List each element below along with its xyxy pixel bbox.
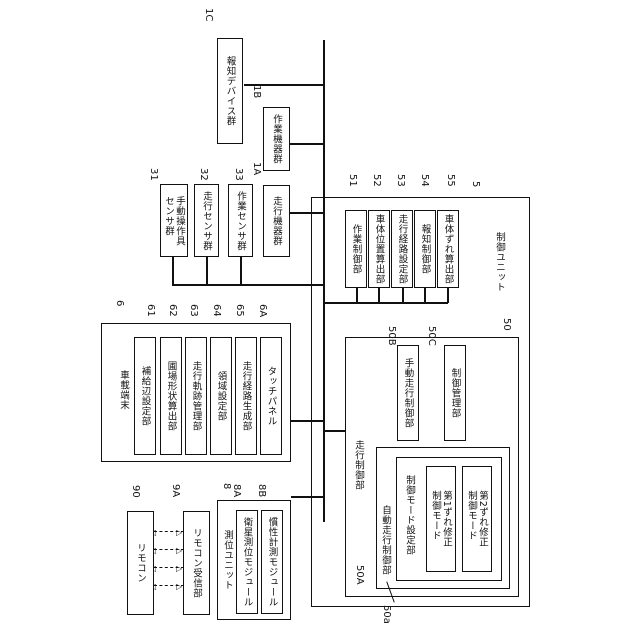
field-shape-label: 圃場形状算出部 xyxy=(166,361,177,431)
touch-panel-label: タッチパネル xyxy=(266,366,277,426)
control-management-label: 制御管理部 xyxy=(450,368,461,418)
touch-panel-box: タッチパネル xyxy=(260,337,282,455)
onboard-terminal-label: 車載端末 xyxy=(118,370,129,410)
vehicle-offset-label: 車体ずれ算出部 xyxy=(443,214,454,284)
control-management-box: 制御管理部 xyxy=(444,345,466,441)
ref-6a: 6A xyxy=(257,304,268,317)
route-generation-box: 走行経路生成部 xyxy=(235,337,257,455)
ref-61: 61 xyxy=(145,304,156,317)
sensor-drop-manual xyxy=(172,257,174,285)
ref-63: 63 xyxy=(188,304,199,317)
ref-8b: 8B xyxy=(256,484,267,497)
ref-1a: 1A xyxy=(251,162,262,175)
mode-setting-label: 制御モード設定部 xyxy=(404,475,415,555)
second-mode-box: 第2ずれ修正 制御モード xyxy=(462,466,492,572)
ref-1b: 1B xyxy=(251,85,262,98)
travel-sensor-box: 走行センサ群 xyxy=(194,184,219,257)
sensor-drop-travel xyxy=(206,257,208,285)
work-control-label: 作業制御部 xyxy=(351,224,362,274)
positioning-unit-label: 測位ユニット xyxy=(222,530,233,590)
ref-64: 64 xyxy=(211,304,222,317)
ref-65: 65 xyxy=(234,304,245,317)
ref-31: 31 xyxy=(148,168,159,181)
control-unit-label: 制御ユニット xyxy=(494,232,505,292)
area-setting-label: 領域設定部 xyxy=(216,371,227,421)
vehicle-position-box: 車体位置算出部 xyxy=(368,210,390,288)
ref-90: 90 xyxy=(130,485,141,498)
ref-54: 54 xyxy=(419,174,430,187)
notify-control-label: 報知制御部 xyxy=(420,224,431,274)
manual-travel-box: 手動走行制御部 xyxy=(397,345,419,441)
ref-62: 62 xyxy=(167,304,178,317)
track-management-box: 走行軌跡管理部 xyxy=(185,337,207,455)
ref-50b: 50B xyxy=(386,326,397,346)
remote-receiver-label: リモコン受信部 xyxy=(191,528,202,598)
travel-equipment-box: 走行機器群 xyxy=(263,185,290,257)
field-shape-box: 圃場形状算出部 xyxy=(160,337,182,455)
travel-sensor-label: 走行センサ群 xyxy=(201,191,212,251)
receiver-link-arrows: ▷▷▷▷ xyxy=(176,524,182,596)
travel-control-label: 走行制御部 xyxy=(353,440,364,490)
ref-33: 33 xyxy=(233,168,244,181)
work-equipment-box: 作業機器群 xyxy=(263,107,290,171)
ref-50a-block: 50A xyxy=(354,565,365,585)
remote-box: リモコン xyxy=(127,511,154,615)
satellite-module-box: 衛星測位モジュール xyxy=(236,510,258,614)
work-equipment-label: 作業機器群 xyxy=(271,114,282,164)
ref-8a: 8A xyxy=(231,484,242,497)
first-mode-label: 第1ずれ修正 制御モード xyxy=(430,491,452,548)
ref-6: 6 xyxy=(114,300,125,306)
second-mode-label: 第2ずれ修正 制御モード xyxy=(466,491,488,548)
manual-sensor-label: 手動操作具 センサ群 xyxy=(163,196,185,246)
boundary-setting-label: 補給辺設定部 xyxy=(140,366,151,426)
boundary-setting-box: 補給辺設定部 xyxy=(134,337,156,455)
ref-53: 53 xyxy=(395,174,406,187)
inertial-module-label: 慣性計測モジュール xyxy=(267,517,278,607)
ref-51: 51 xyxy=(347,174,358,187)
ref-55: 55 xyxy=(445,174,456,187)
remote-receiver-box: リモコン受信部 xyxy=(183,511,210,615)
first-mode-box: 第1ずれ修正 制御モード xyxy=(426,466,456,572)
area-setting-box: 領域設定部 xyxy=(210,337,232,455)
route-generation-label: 走行経路生成部 xyxy=(241,361,252,431)
ref-1c: 1C xyxy=(203,8,214,21)
route-setting-box: 走行経路設定部 xyxy=(391,210,413,288)
notify-devices-box: 報知デバイス群 xyxy=(217,38,243,144)
ref-50a-small: 50a xyxy=(381,605,392,624)
bus-branch-sensors xyxy=(172,284,324,286)
remote-label: リモコン xyxy=(135,543,146,583)
bus-branch-work-equipment xyxy=(290,143,324,145)
ref-50: 50 xyxy=(501,318,512,331)
track-management-label: 走行軌跡管理部 xyxy=(191,361,202,431)
manual-sensor-box: 手動操作具 センサ群 xyxy=(160,184,188,257)
manual-travel-label: 手動走行制御部 xyxy=(403,358,414,428)
route-setting-label: 走行経路設定部 xyxy=(397,214,408,284)
work-sensor-label: 作業センサ群 xyxy=(235,191,246,251)
sensor-drop-work xyxy=(240,257,242,285)
satellite-module-label: 衛星測位モジュール xyxy=(242,517,253,607)
inertial-module-box: 慣性計測モジュール xyxy=(261,510,283,614)
ref-32: 32 xyxy=(198,168,209,181)
notify-control-box: 報知制御部 xyxy=(414,210,436,288)
notify-devices-label: 報知デバイス群 xyxy=(225,56,236,126)
ref-9a: 9A xyxy=(170,484,181,497)
ref-50c: 50C xyxy=(426,326,437,346)
ref-52: 52 xyxy=(371,174,382,187)
auto-travel-label: 自動走行制御部 xyxy=(380,505,391,575)
vehicle-offset-box: 車体ずれ算出部 xyxy=(437,210,459,288)
work-control-box: 作業制御部 xyxy=(345,210,367,288)
travel-equipment-label: 走行機器群 xyxy=(271,196,282,246)
vehicle-position-label: 車体位置算出部 xyxy=(374,214,385,284)
ref-5: 5 xyxy=(470,181,481,187)
work-sensor-box: 作業センサ群 xyxy=(228,184,253,257)
